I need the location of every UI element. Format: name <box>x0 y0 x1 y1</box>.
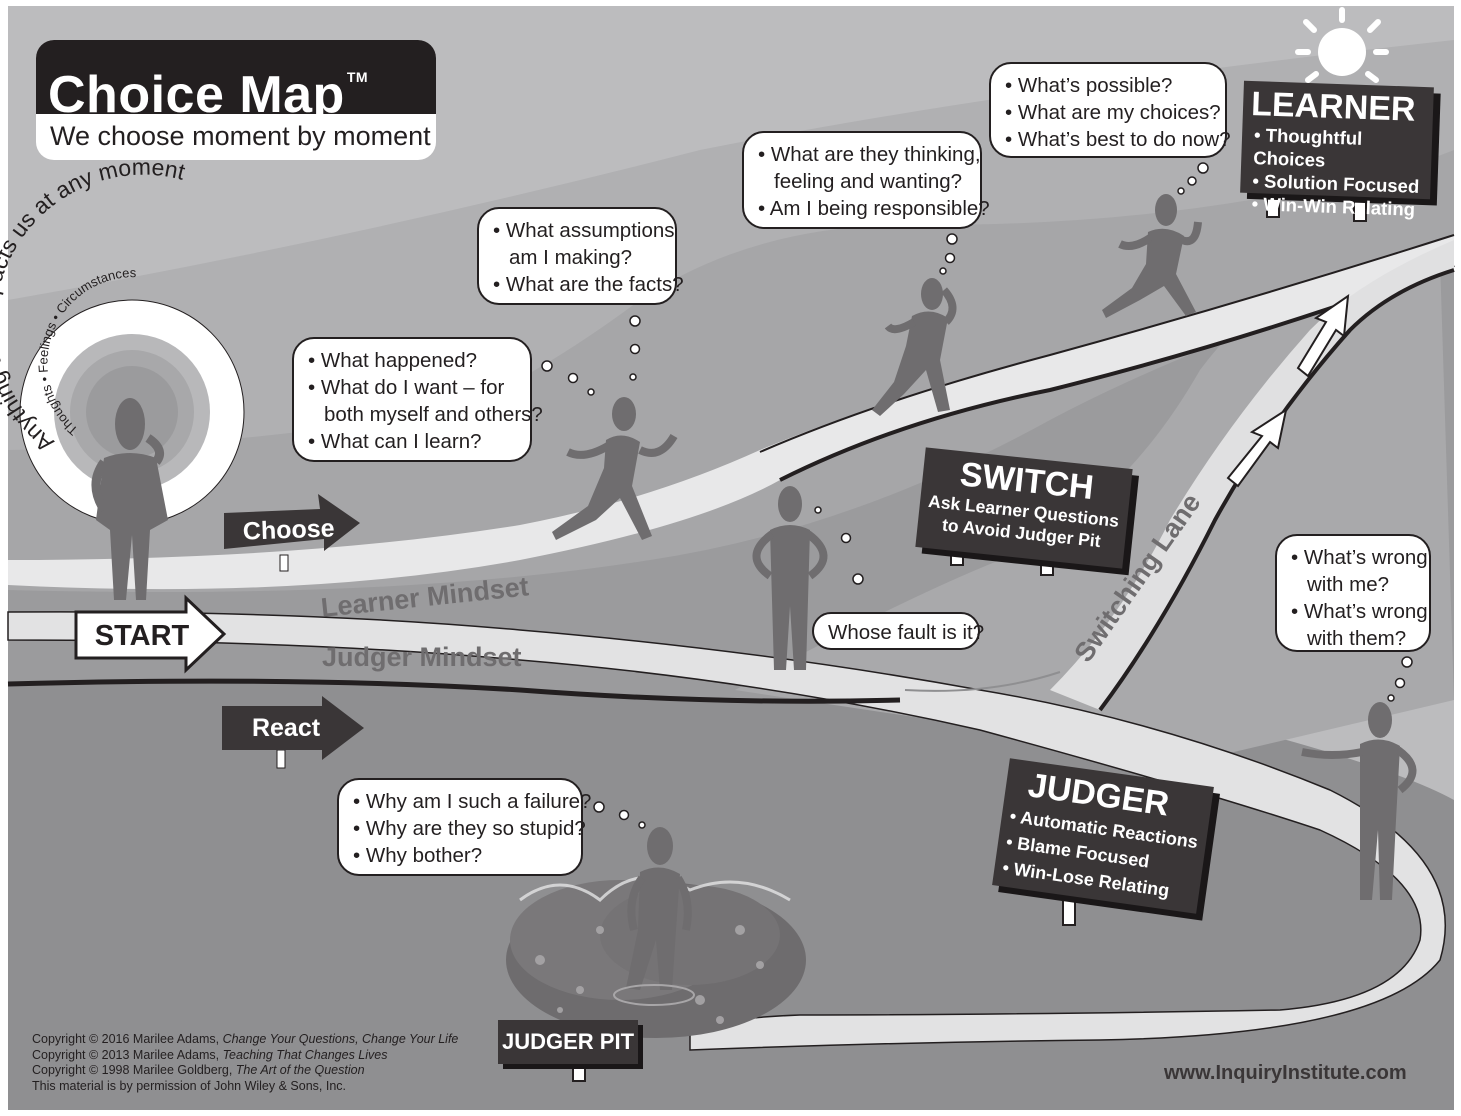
lane-arrow-lower <box>1226 407 1288 488</box>
copyright-title: The Art of the Question <box>235 1063 365 1077</box>
copyright-line: Copyright © 2013 Marilee Adams, Teaching… <box>32 1048 458 1064</box>
judger-pit-sign: JUDGER PIT <box>498 1020 638 1064</box>
learner-sign-item: • Thoughtful Choices <box>1252 124 1363 171</box>
bubble-line: • What are my choices? <box>1005 101 1221 124</box>
bubble-line: • Why are they so stupid? <box>353 817 586 840</box>
copyright-text: Copyright © 2013 Marilee Adams, <box>32 1047 223 1062</box>
start-figure <box>91 398 168 600</box>
bubble-line: • What’s best to do now? <box>1005 128 1231 151</box>
learner-sign: LEARNER • Thoughtful Choices • Solution … <box>1240 80 1434 220</box>
copyright-line: This material is by permission of John W… <box>32 1078 347 1093</box>
bubble-line: • What’s possible? <box>1005 74 1173 97</box>
bubble-line: • What can I learn? <box>308 430 482 453</box>
copyright-block: Copyright © 2016 Marilee Adams, Change Y… <box>32 1032 458 1094</box>
switching-lane <box>1050 240 1454 710</box>
lane-marking <box>904 671 1061 692</box>
bubble-line: • What do I want – for <box>308 376 505 399</box>
sun-icon <box>1295 7 1389 83</box>
bubble-assumptions: • What assumptions am I making? • What a… <box>477 207 684 305</box>
start-label: START <box>95 620 190 652</box>
judger-path-edge <box>7 678 901 704</box>
copyright-text: Copyright © 1998 Marilee Goldberg, <box>32 1063 236 1077</box>
copyright-title: Change Your Questions, Change Your Life <box>222 1032 459 1046</box>
bubble-line: • What happened? <box>308 349 478 372</box>
bubble-line: both myself and others? <box>324 403 543 426</box>
copyright-line: Copyright © 2016 Marilee Adams, Change Y… <box>32 1032 458 1048</box>
bubble-line: Whose fault is it? <box>828 621 985 644</box>
bubble-possible: • What’s possible? • What are my choices… <box>989 62 1231 158</box>
judger-mindset-label: Judger Mindset <box>322 642 522 672</box>
copyright-text: Copyright © 2016 Marilee Adams, <box>32 1032 223 1046</box>
page-subtitle: We choose moment by moment <box>50 121 431 151</box>
copyright-title: Teaching That Changes Lives <box>222 1047 388 1062</box>
bubble-line: with me? <box>1307 573 1390 596</box>
bubble-line: • What’s wrong <box>1291 546 1428 569</box>
bubble-thinking: • What are they thinking, feeling and wa… <box>742 131 990 229</box>
bubble-fault: Whose fault is it? <box>812 612 985 650</box>
running-figure-1 <box>552 397 678 540</box>
bubble-line: • What are they thinking, <box>758 143 981 166</box>
website-link[interactable]: www.InquiryInstitute.com <box>1164 1062 1407 1084</box>
choose-label: Choose <box>242 514 335 545</box>
bubble-what-happened: • What happened? • What do I want – for … <box>292 337 543 462</box>
bubble-line: am I making? <box>509 246 633 269</box>
running-figure-2 <box>1102 194 1202 318</box>
bubble-line: • What’s wrong <box>1291 600 1428 623</box>
react-arrow: React <box>222 696 364 769</box>
start-arrow[interactable]: START <box>74 594 227 674</box>
bubble-line: • Why bother? <box>353 844 483 867</box>
pit-figure <box>613 827 695 1006</box>
bubble-line: • Why am I such a failure? <box>353 790 592 813</box>
bubble-line: • What are the facts? <box>493 273 684 296</box>
bubble-wrong: • What’s wrong with me? • What’s wrong w… <box>1275 534 1431 652</box>
bubble-line: feeling and wanting? <box>774 170 963 193</box>
standing-figure-switch <box>752 486 828 670</box>
pit-sign-post <box>572 1062 586 1082</box>
learner-path-top-edge <box>759 234 1455 453</box>
thinking-figure <box>872 278 957 416</box>
lane-arrow-upper <box>1296 293 1350 378</box>
learner-sign-title: LEARNER <box>1250 84 1417 129</box>
trademark-mark: TM <box>346 69 369 85</box>
react-label: React <box>252 714 321 742</box>
bubble-line: • What assumptions <box>493 219 675 242</box>
bubble-line: • Am I being responsible? <box>758 197 990 220</box>
copyright-line: Copyright © 1998 Marilee Goldberg, The A… <box>32 1063 458 1079</box>
bubble-line: with them? <box>1307 627 1407 650</box>
pointing-figure <box>1301 702 1417 900</box>
thought-trails <box>541 162 1413 829</box>
page-title: Choice Map <box>48 66 345 124</box>
choose-arrow: Choose <box>224 494 360 572</box>
bubble-failure: • Why am I such a failure? • Why are the… <box>337 778 592 876</box>
learner-sign-post <box>1353 196 1367 222</box>
